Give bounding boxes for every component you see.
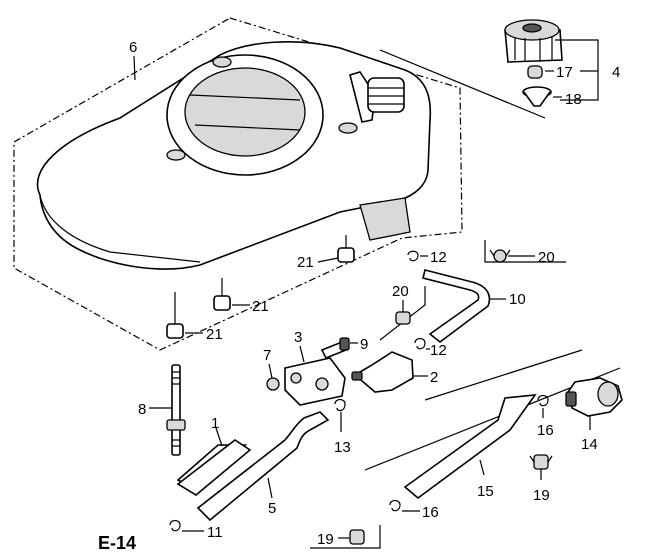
clip-12-upper <box>407 250 419 262</box>
callout-3: 3 <box>294 329 302 346</box>
callout-8: 8 <box>138 401 146 418</box>
cap-gasket <box>527 65 543 79</box>
clip-13 <box>334 398 346 412</box>
callout-7: 7 <box>263 347 271 364</box>
callout-18: 18 <box>565 91 582 108</box>
hose-5 <box>196 411 330 522</box>
bracket-20 <box>484 240 566 263</box>
leader-10 <box>379 286 426 341</box>
nut-21-c <box>166 292 184 339</box>
callout-19-a: 19 <box>533 487 550 504</box>
callout-16-a: 16 <box>537 422 554 439</box>
callout-20-a: 20 <box>538 249 555 266</box>
callout-10: 10 <box>509 291 526 308</box>
cap-strainer <box>522 86 552 107</box>
fitting-14 <box>565 377 623 417</box>
hose-10 <box>422 269 491 344</box>
callout-12-a: 12 <box>430 249 447 266</box>
callout-5: 5 <box>268 500 276 517</box>
leader-15 <box>424 349 583 401</box>
callout-21-b: 21 <box>252 298 269 315</box>
bracket-19 <box>310 525 381 549</box>
callout-19-b: 19 <box>317 531 334 548</box>
callout-14: 14 <box>581 436 598 453</box>
diagram-code: E-14 <box>98 533 136 553</box>
callout-16-b: 16 <box>422 504 439 521</box>
clip-16-upper <box>537 394 549 407</box>
callout-21-a: 21 <box>297 254 314 271</box>
callout-6: 6 <box>129 39 137 56</box>
callout-12-b: 12 <box>430 342 447 359</box>
callout-11: 11 <box>207 524 223 541</box>
clip-11 <box>169 519 181 532</box>
callout-2: 2 <box>430 369 438 386</box>
fuel-valve-2 <box>351 351 414 393</box>
fuel-cock-body <box>284 357 346 406</box>
nut-21-a <box>337 235 355 263</box>
nut-21-b <box>213 278 231 311</box>
callout-17: 17 <box>556 64 573 81</box>
clamp-20-lower <box>395 311 411 325</box>
hose-1 <box>176 439 252 496</box>
bracket-4 <box>555 39 599 101</box>
leader-cap <box>379 49 546 119</box>
callout-1: 1 <box>211 415 219 432</box>
screw-9 <box>320 337 350 360</box>
fuel-tank <box>36 41 432 270</box>
clip-12-lower <box>414 337 426 350</box>
hose-15 <box>403 394 537 500</box>
callout-13: 13 <box>334 439 351 456</box>
callout-20-b: 20 <box>392 283 409 300</box>
clip-16-lower <box>389 499 401 512</box>
callout-4: 4 <box>612 64 620 81</box>
clamp-19-upper <box>529 454 553 470</box>
callout-9: 9 <box>360 336 368 353</box>
nut-7 <box>266 377 280 391</box>
callout-15: 15 <box>477 483 494 500</box>
clamp-19-lower <box>349 529 365 545</box>
callout-21-c: 21 <box>206 326 223 343</box>
fuel-cap <box>504 19 563 63</box>
stud-8 <box>166 364 186 456</box>
clamp-20-upper <box>489 249 511 263</box>
